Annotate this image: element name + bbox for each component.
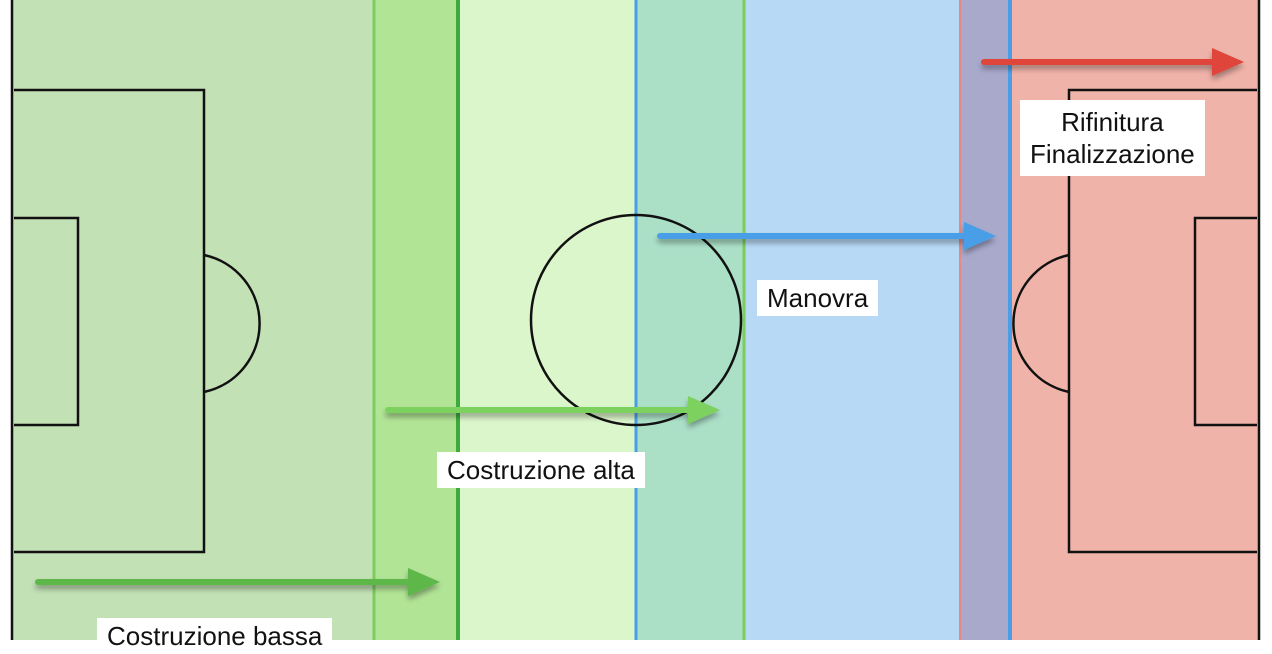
label-rifinitura-line2: Finalizzazione (1030, 139, 1195, 169)
label-rifinitura-finalizzazione: Rifinitura Finalizzazione (1020, 100, 1205, 176)
label-rifinitura-line1: Rifinitura (1061, 107, 1164, 137)
label-costruzione-bassa: Costruzione bassa (97, 618, 333, 654)
arrow-manovra (657, 222, 996, 250)
label-costruzione-alta: Costruzione alta (437, 452, 645, 488)
zone-manovra (744, 0, 960, 640)
arrow-costruzione-bassa (35, 568, 440, 596)
pitch-markings (10, 0, 1261, 640)
zone-overlap-green-blue (636, 0, 744, 640)
zone-overlap-blue-red (960, 0, 1010, 640)
arrow-costruzione-alta (385, 396, 720, 424)
zone-costruzione-bassa (12, 0, 375, 640)
football-pitch-diagram (10, 0, 1261, 640)
label-manovra: Manovra (757, 280, 879, 316)
zone-rifinitura (1010, 0, 1260, 640)
zone-costruzione-alta (458, 0, 636, 640)
arrow-rifinitura (981, 48, 1244, 76)
zone-overlap-green (375, 0, 458, 640)
